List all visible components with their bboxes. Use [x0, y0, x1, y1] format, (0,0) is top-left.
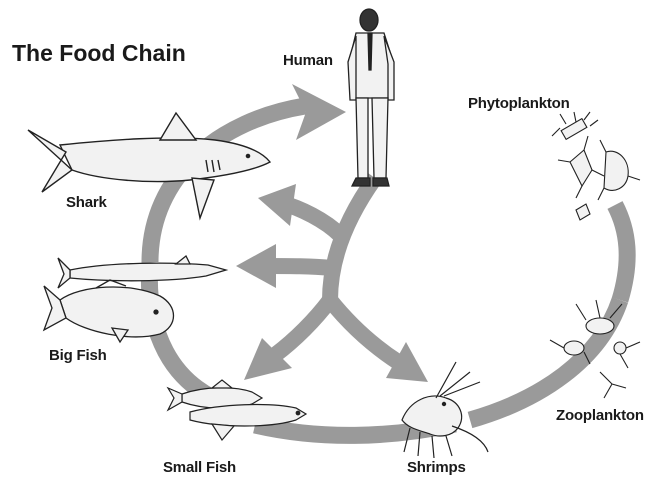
- label-human: Human: [283, 52, 333, 69]
- human-figure-icon: [348, 9, 394, 186]
- arrow-head-to-bigfish: [236, 244, 276, 288]
- label-small-fish: Small Fish: [163, 459, 236, 476]
- inner-branch-smallfish: [275, 300, 330, 355]
- label-zooplankton: Zooplankton: [556, 407, 644, 424]
- inner-branch-bigfish: [268, 266, 332, 268]
- label-shark: Shark: [66, 194, 107, 211]
- inner-branch-shrimps: [330, 300, 398, 362]
- label-shrimps: Shrimps: [407, 459, 466, 476]
- phytoplankton-illustration-icon: [552, 112, 640, 220]
- label-phytoplankton: Phytoplankton: [468, 95, 570, 112]
- inner-stem: [330, 178, 375, 300]
- big-fish-illustration-icon: [44, 256, 226, 342]
- page-title: The Food Chain: [12, 40, 186, 67]
- cycle-arc-right: [615, 205, 627, 300]
- label-big-fish: Big Fish: [49, 347, 107, 364]
- arrow-head-to-shark: [258, 184, 296, 226]
